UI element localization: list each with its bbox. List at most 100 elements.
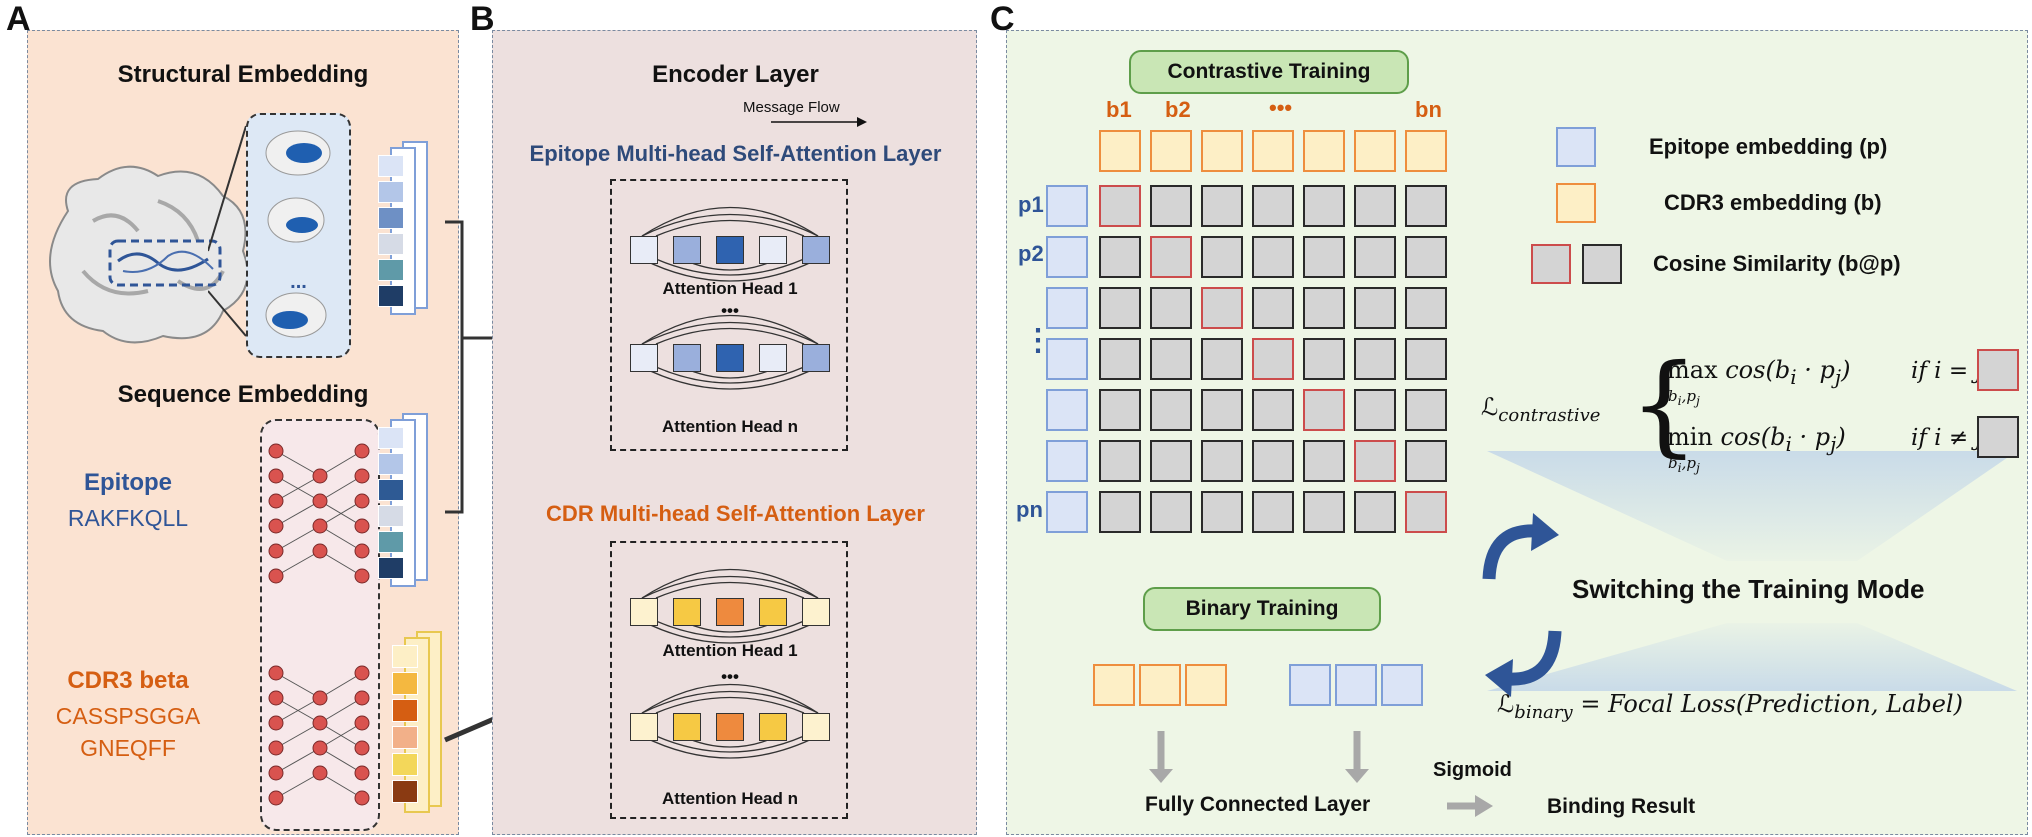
switching-training-mode-label: Switching the Training Mode bbox=[1572, 574, 1925, 604]
similarity-cell bbox=[1099, 287, 1141, 329]
similarity-cell bbox=[1252, 491, 1294, 533]
similarity-cell bbox=[1303, 287, 1345, 329]
similarity-cell bbox=[1201, 185, 1243, 227]
panel-c: Contrastive Training b1 b2 ••• bn p1 p2 … bbox=[1006, 30, 2028, 835]
panel-letter-a: A bbox=[6, 0, 31, 38]
fully-connected-layer-label: Fully Connected Layer bbox=[1145, 793, 1371, 816]
similarity-cell bbox=[1201, 491, 1243, 533]
cdr3-header-cell bbox=[1150, 130, 1192, 172]
similarity-cell bbox=[1099, 440, 1141, 482]
similarity-cell bbox=[1150, 338, 1192, 380]
loss-min-condition: if i ≠ j bbox=[1911, 425, 1983, 451]
binary-loss-subscript: binary bbox=[1514, 701, 1573, 723]
epitope-row-cell bbox=[1046, 389, 1088, 431]
cdr3-header-cell bbox=[1354, 130, 1396, 172]
similarity-cell bbox=[1405, 287, 1447, 329]
structural-embedding-title: Structural Embedding bbox=[117, 61, 369, 88]
panel-b: Encoder Layer Message Flow Epitope Multi… bbox=[492, 30, 977, 835]
epitope-attention-box: Attention Head 1 ••• Attention Head n bbox=[610, 179, 848, 451]
similarity-cell bbox=[1303, 338, 1345, 380]
legend-cosine-label: Cosine Similarity (b@p) bbox=[1653, 251, 1901, 276]
similarity-cell bbox=[1354, 236, 1396, 278]
loss-max-subscript: bi,pj bbox=[1668, 387, 1700, 408]
loss-offdiag-swatch bbox=[1977, 416, 2019, 458]
col-label-b2: b2 bbox=[1165, 97, 1191, 122]
epitope-row-cell bbox=[1046, 287, 1088, 329]
cdr-attention-head-n: Attention Head n bbox=[662, 789, 798, 808]
legend-cdr3-swatch bbox=[1556, 183, 1596, 223]
epitope-surface-icon bbox=[265, 130, 331, 338]
similarity-cell bbox=[1252, 389, 1294, 431]
similarity-cell bbox=[1354, 338, 1396, 380]
sequence-encoder-box bbox=[260, 419, 380, 831]
binary-epitope-cell bbox=[1335, 664, 1377, 706]
protein-structure-icon bbox=[49, 165, 249, 344]
similarity-cell bbox=[1405, 389, 1447, 431]
sequence-embedding-title: Sequence Embedding bbox=[117, 381, 369, 408]
similarity-cell-diagonal bbox=[1354, 440, 1396, 482]
epitope-attention-layer-title: Epitope Multi-head Self-Attention Layer bbox=[529, 141, 942, 166]
similarity-cell bbox=[1201, 440, 1243, 482]
contrastive-loss-subscript: contrastive bbox=[1498, 404, 1601, 426]
similarity-cell bbox=[1201, 389, 1243, 431]
message-flow-label: Message Flow bbox=[743, 99, 840, 116]
col-label-bn: bn bbox=[1415, 97, 1442, 122]
similarity-cell bbox=[1150, 287, 1192, 329]
epitope-structures-box bbox=[246, 113, 351, 358]
similarity-cell bbox=[1150, 491, 1192, 533]
structures-ellipsis: ... bbox=[290, 271, 307, 293]
cdr3-sequence-line1: CASSPSGGA bbox=[55, 703, 201, 729]
row-label-p2: p2 bbox=[1018, 241, 1044, 266]
binary-cdr3-cell bbox=[1185, 664, 1227, 706]
similarity-cell bbox=[1252, 236, 1294, 278]
cdr3-header-cell bbox=[1405, 130, 1447, 172]
cdr-attention-box: Attention Head 1 ••• Attention Head n bbox=[610, 541, 848, 819]
similarity-cell bbox=[1252, 287, 1294, 329]
similarity-cell bbox=[1201, 338, 1243, 380]
similarity-cell bbox=[1252, 185, 1294, 227]
epitope-attention-head-n: Attention Head n bbox=[662, 417, 798, 436]
legend-epitope-swatch bbox=[1556, 127, 1596, 167]
binary-arrows bbox=[1149, 731, 1493, 817]
similarity-cell bbox=[1099, 338, 1141, 380]
similarity-cell bbox=[1150, 185, 1192, 227]
similarity-cell bbox=[1405, 185, 1447, 227]
cdr3-header-cell bbox=[1303, 130, 1345, 172]
cdr3-label: CDR3 beta bbox=[67, 667, 189, 694]
neural-network-icon bbox=[268, 443, 370, 806]
message-flow-arrow bbox=[771, 117, 867, 127]
similarity-cell bbox=[1201, 236, 1243, 278]
loss-max-term: max cos(bi · pj) bbox=[1667, 356, 1851, 389]
binary-training-label: Binary Training bbox=[1143, 587, 1381, 631]
similarity-cell-diagonal bbox=[1303, 389, 1345, 431]
funnel-shapes bbox=[1487, 451, 2017, 691]
similarity-cell-diagonal bbox=[1150, 236, 1192, 278]
similarity-cell bbox=[1303, 236, 1345, 278]
contrastive-loss-symbol: ℒcontrastive bbox=[1481, 393, 1601, 426]
epitope-row-cell bbox=[1046, 440, 1088, 482]
cdr3-header-cell bbox=[1099, 130, 1141, 172]
epitope-row-cell bbox=[1046, 338, 1088, 380]
binary-epitope-cell bbox=[1381, 664, 1423, 706]
similarity-cell bbox=[1405, 440, 1447, 482]
zoom-lines bbox=[208, 125, 247, 337]
similarity-cell bbox=[1405, 236, 1447, 278]
epitope-heads-dots: ••• bbox=[721, 301, 739, 320]
cdr3-header-cell bbox=[1252, 130, 1294, 172]
similarity-cell bbox=[1150, 440, 1192, 482]
cdr-attention-layer-title: CDR Multi-head Self-Attention Layer bbox=[546, 501, 925, 526]
cycle-arrows-icon bbox=[1482, 513, 1562, 697]
similarity-cell bbox=[1303, 440, 1345, 482]
epitope-row-cell bbox=[1046, 185, 1088, 227]
binary-loss-expression: = Focal Loss(Prediction, Label) bbox=[1580, 690, 1963, 718]
cdr3-sequence-line2: GNEQFF bbox=[80, 735, 176, 761]
similarity-cell bbox=[1354, 185, 1396, 227]
similarity-cell-diagonal bbox=[1201, 287, 1243, 329]
similarity-cell bbox=[1405, 338, 1447, 380]
similarity-cell bbox=[1354, 389, 1396, 431]
similarity-cell-diagonal bbox=[1252, 338, 1294, 380]
col-label-dots: ••• bbox=[1269, 95, 1293, 120]
loss-min-subscript: bi,pj bbox=[1668, 454, 1700, 475]
encoder-layer-title: Encoder Layer bbox=[652, 61, 819, 88]
epitope-attention-head-1: Attention Head 1 bbox=[662, 279, 798, 298]
